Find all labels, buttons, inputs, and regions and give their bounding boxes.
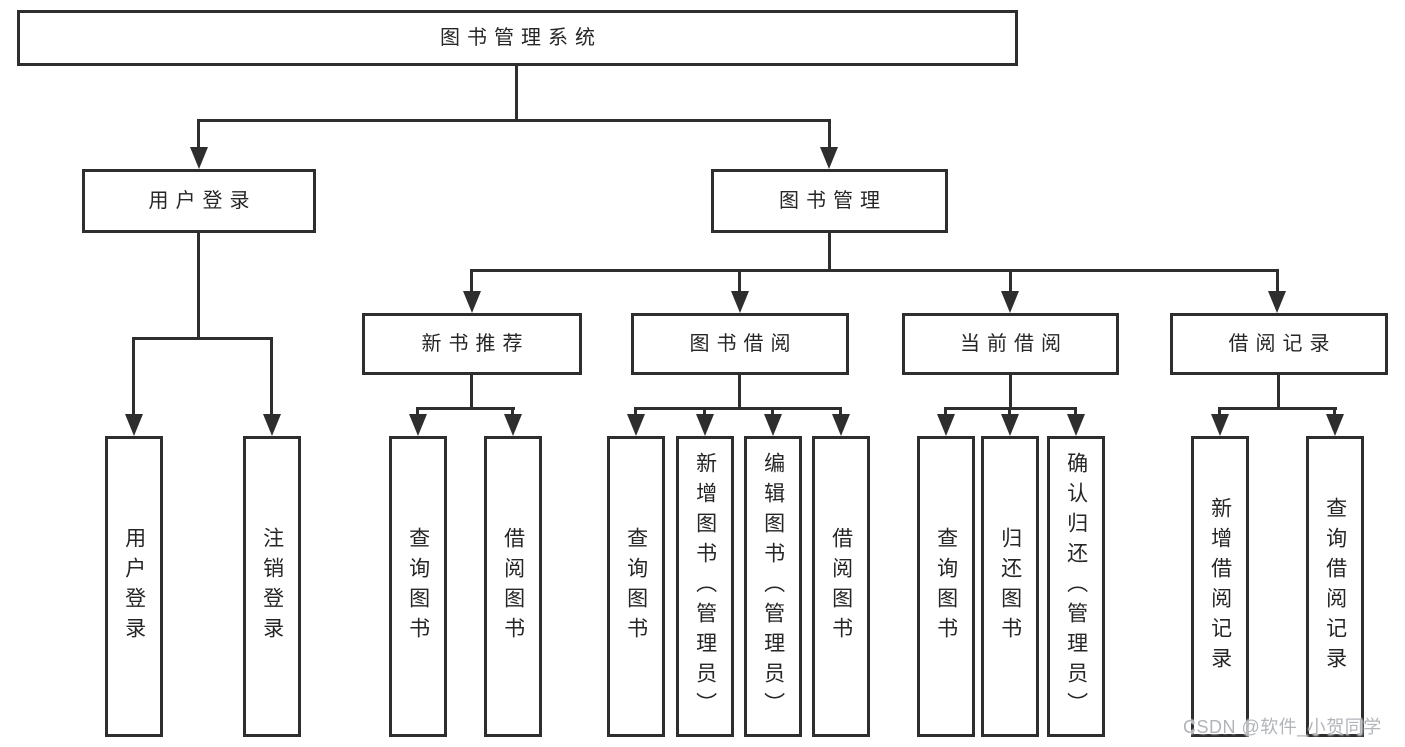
arrow-down-icon	[1326, 414, 1344, 436]
node-query-books-borrowing: 查询图书	[607, 436, 665, 737]
connector-drop	[470, 269, 473, 295]
node-label: 用户登录	[122, 526, 146, 647]
arrow-down-icon	[731, 291, 749, 313]
node-label: 查询图书	[934, 526, 958, 647]
node-label: 查询借阅记录	[1323, 496, 1347, 677]
connector-rail	[470, 269, 1279, 272]
connector-drop	[511, 407, 514, 419]
arrow-down-icon	[504, 414, 522, 436]
arrow-down-icon	[125, 414, 143, 436]
connector-drop	[839, 407, 842, 419]
node-query-borrowing-record: 查询借阅记录	[1306, 436, 1364, 737]
connector-drop	[270, 337, 273, 417]
connector-drop	[416, 407, 419, 419]
node-label: 新增图书（管理员）	[693, 451, 717, 722]
node-label: 当前借阅	[960, 333, 1068, 355]
connector-stem	[1277, 375, 1280, 409]
connector-rail	[132, 337, 272, 340]
node-library-management-system: 图书管理系统	[17, 10, 1018, 66]
arrow-down-icon	[1211, 414, 1229, 436]
arrow-down-icon	[1067, 414, 1085, 436]
connector-drop	[1333, 407, 1336, 419]
node-label: 编辑图书（管理员）	[761, 451, 785, 722]
connector-rail	[946, 407, 1076, 410]
connector-stem	[470, 375, 473, 409]
node-add-books-admin: 新增图书（管理员）	[676, 436, 734, 737]
node-label: 用户登录	[148, 190, 257, 212]
connector-stem	[828, 233, 831, 271]
arrow-down-icon	[937, 414, 955, 436]
node-return-books: 归还图书	[981, 436, 1039, 737]
node-edit-books-admin: 编辑图书（管理员）	[744, 436, 802, 737]
node-borrow-books-recommend: 借阅图书	[484, 436, 542, 737]
connector-drop	[132, 337, 135, 417]
node-borrowing-records: 借阅记录	[1170, 313, 1388, 375]
arrow-down-icon	[696, 414, 714, 436]
node-label: 图书借阅	[689, 333, 798, 355]
node-book-management: 图书管理	[711, 169, 948, 233]
node-label: 图书管理	[779, 190, 887, 212]
node-add-borrowing-record: 新增借阅记录	[1191, 436, 1249, 737]
node-current-borrowing: 当前借阅	[902, 313, 1119, 375]
connector-drop	[1218, 407, 1221, 419]
arrow-down-icon	[1001, 414, 1019, 436]
arrow-down-icon	[764, 414, 782, 436]
connector-stem	[1009, 375, 1012, 409]
connector-drop	[634, 407, 637, 419]
node-label: 归还图书	[998, 526, 1022, 647]
connector-drop	[1008, 407, 1011, 419]
node-logout: 注销登录	[243, 436, 301, 737]
connector-stem	[738, 375, 741, 409]
node-label: 查询图书	[624, 526, 648, 647]
node-label: 新书推荐	[421, 333, 530, 355]
connector-drop	[944, 407, 947, 419]
node-user-login-leaf: 用户登录	[105, 436, 163, 737]
node-book-borrowing: 图书借阅	[631, 313, 849, 375]
arrow-down-icon	[627, 414, 645, 436]
csdn-watermark: CSDN @软件_小贺同学	[1183, 717, 1382, 737]
node-label: 借阅记录	[1228, 333, 1337, 355]
arrow-down-icon	[832, 414, 850, 436]
connector-drop	[828, 119, 831, 151]
arrow-down-icon	[463, 291, 481, 313]
arrow-down-icon	[263, 414, 281, 436]
connector-drop	[197, 119, 200, 151]
arrow-down-icon	[190, 147, 208, 169]
connector-rail	[418, 407, 515, 410]
node-label: 查询图书	[406, 526, 430, 647]
node-label: 借阅图书	[829, 526, 853, 647]
connector-stem	[515, 64, 518, 120]
arrow-down-icon	[409, 414, 427, 436]
connector-rail	[636, 407, 841, 410]
node-query-books-recommend: 查询图书	[389, 436, 447, 737]
arrow-down-icon	[1001, 291, 1019, 313]
connector-rail	[1220, 407, 1337, 410]
node-new-book-recommendation: 新书推荐	[362, 313, 582, 375]
node-borrow-books-borrowing: 借阅图书	[812, 436, 870, 737]
node-label: 确认归还（管理员）	[1064, 451, 1088, 722]
node-query-books-current: 查询图书	[917, 436, 975, 737]
node-confirm-return-admin: 确认归还（管理员）	[1047, 436, 1105, 737]
node-label: 借阅图书	[501, 526, 525, 647]
connector-drop	[1276, 269, 1279, 295]
connector-rail	[197, 119, 831, 122]
node-label: 注销登录	[260, 526, 284, 647]
connector-drop	[1074, 407, 1077, 419]
connector-drop	[738, 269, 741, 295]
arrow-down-icon	[820, 147, 838, 169]
connector-drop	[1009, 269, 1012, 295]
connector-drop	[703, 407, 706, 419]
node-user-login: 用户登录	[82, 169, 316, 233]
node-label: 图书管理系统	[440, 27, 602, 49]
connector-drop	[771, 407, 774, 419]
arrow-down-icon	[1268, 291, 1286, 313]
node-label: 新增借阅记录	[1208, 496, 1232, 677]
connector-stem	[197, 233, 200, 339]
